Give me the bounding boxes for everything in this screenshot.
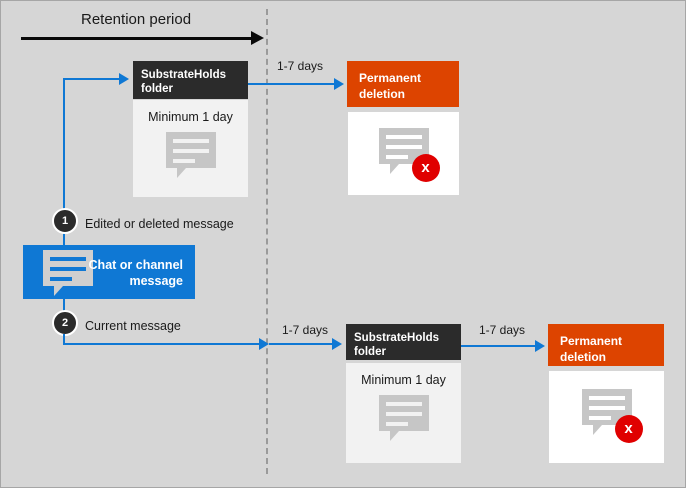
connector-bottom-riser — [63, 334, 65, 345]
bottom-second-transition-label: 1-7 days — [479, 323, 526, 337]
chat-or-channel-message-label: Chat or channel message — [88, 258, 183, 288]
bottom-second-transition-arrowhead — [535, 340, 545, 352]
delete-x-badge: x — [411, 154, 440, 182]
bottom-second-transition-arrow-line — [461, 345, 535, 347]
top-substrateholds-caption: Minimum 1 day — [148, 110, 233, 124]
bottom-permanent-deletion-header-line2: deletion — [560, 350, 607, 364]
step-1-circle: 1 — [52, 208, 78, 234]
chat-bubble-deleted-icon: x — [378, 128, 440, 182]
connector-step1-vertical — [63, 220, 65, 250]
connector-bottom-horizontal-1 — [63, 343, 259, 345]
chat-or-channel-message-box: Chat or channel message — [23, 245, 195, 299]
bottom-substrateholds-caption: Minimum 1 day — [361, 373, 446, 387]
delete-x-badge: x — [614, 415, 643, 443]
connector-top-riser — [63, 78, 65, 223]
bottom-substrateholds-header-line2: folder — [354, 346, 386, 358]
connector-bottom-arrowhead-1 — [259, 338, 269, 350]
step-2-label: Current message — [85, 319, 181, 333]
top-substrateholds-panel: Minimum 1 day — [133, 100, 248, 197]
page-title: Retention period — [81, 11, 192, 28]
top-permanent-deletion-header-line2: deletion — [359, 87, 406, 101]
bottom-substrateholds-panel: Minimum 1 day — [346, 363, 461, 463]
retention-period-arrow-line — [21, 37, 257, 40]
chat-bubble-icon — [43, 250, 93, 296]
connector-bottom-horizontal-2 — [269, 343, 332, 345]
bottom-first-transition-label: 1-7 days — [282, 323, 329, 337]
step-2-circle: 2 — [52, 310, 78, 336]
chat-bubble-icon — [165, 132, 216, 178]
top-permanent-deletion-panel: x — [348, 112, 459, 195]
top-permanent-deletion-header-line1: Permanent — [359, 71, 422, 85]
bottom-substrateholds-header: SubstrateHolds folder — [346, 324, 461, 360]
top-substrateholds-header: SubstrateHolds folder — [133, 61, 248, 99]
top-transition-label: 1-7 days — [277, 59, 324, 73]
retention-period-arrow-head — [251, 31, 264, 45]
retention-period-boundary-divider — [266, 9, 268, 474]
connector-step2-vertical — [63, 298, 65, 316]
top-transition-arrowhead — [334, 78, 344, 90]
bottom-substrateholds-header-line1: SubstrateHolds — [354, 332, 439, 344]
top-permanent-deletion-header: Permanent deletion — [347, 61, 459, 107]
top-substrateholds-header-line1: SubstrateHolds — [141, 69, 226, 81]
connector-top-arrowhead — [119, 73, 129, 85]
chat-bubble-icon — [378, 395, 429, 441]
bottom-permanent-deletion-header-line1: Permanent — [560, 334, 623, 348]
bottom-permanent-deletion-header: Permanent deletion — [548, 324, 664, 366]
top-transition-arrow-line — [248, 83, 334, 85]
bottom-permanent-deletion-panel: x — [549, 371, 664, 463]
connector-bottom-arrowhead-2 — [332, 338, 342, 350]
chat-bubble-deleted-icon: x — [581, 389, 643, 443]
connector-top-horizontal — [63, 78, 119, 80]
step-1-label: Edited or deleted message — [85, 217, 234, 231]
top-substrateholds-header-line2: folder — [141, 83, 173, 95]
